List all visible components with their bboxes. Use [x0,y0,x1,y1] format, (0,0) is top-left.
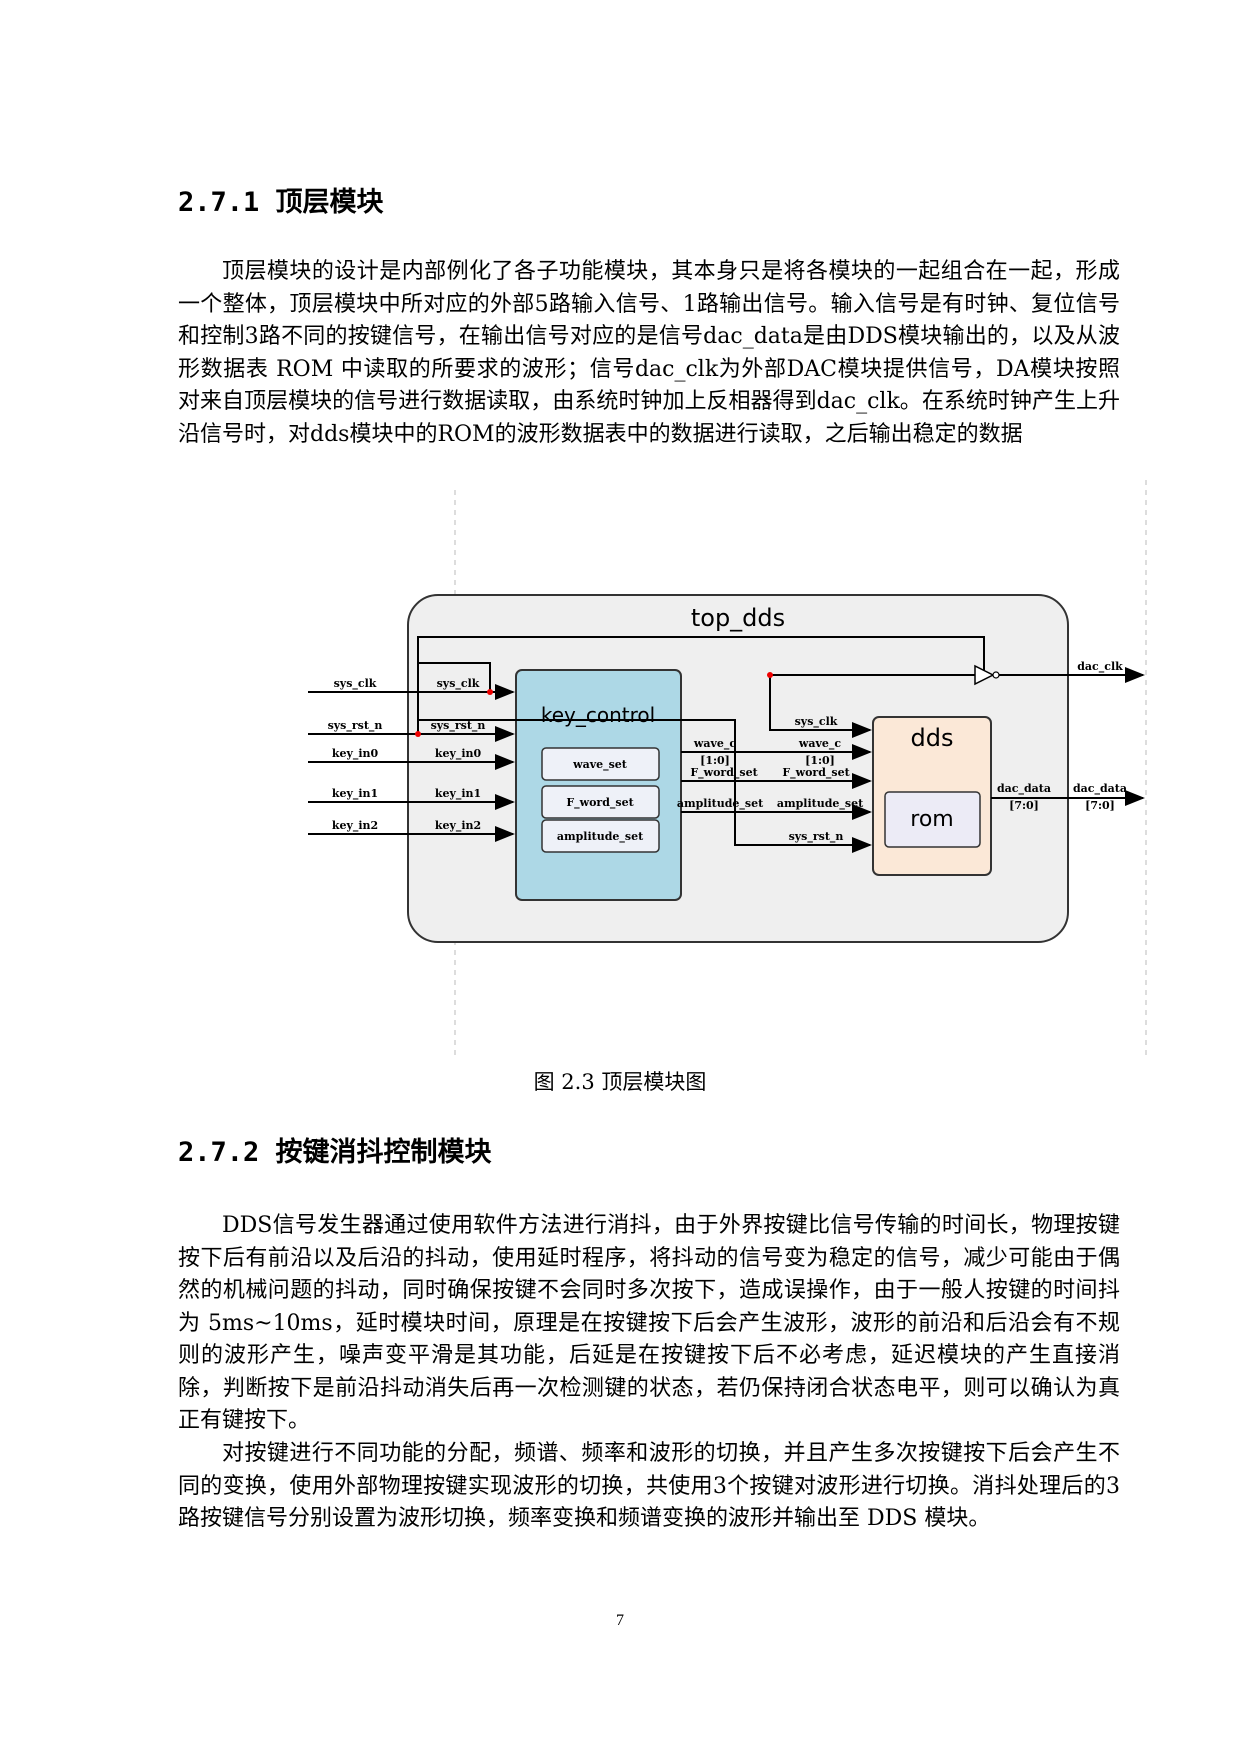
inner-label-key-in1: key_in1 [435,787,481,801]
inner-label-key-in0: key_in0 [435,747,482,761]
inner-label-sys-clk: sys_clk [437,677,480,691]
dds-in-label-amplitude-set: amplitude_set [777,797,864,811]
junction-dot [415,731,421,737]
rom-box [884,791,981,848]
input-label-sys-rst-n: sys_rst_n [328,719,383,733]
kc-out-label-wave-c-width: [1:0] [700,754,730,767]
submodule-amplitude-set-label: amplitude_set [557,830,644,844]
kc-out-label-f-word-set: F_word_set [690,766,758,780]
dac-data-outer-width: [7:0] [1085,799,1115,812]
submodule-wave-set [541,747,660,781]
figure-caption: 图 2.3 顶层模块图 [533,1070,707,1094]
submodule-wave-set-label: wave_set [572,758,628,772]
junction-dot [487,689,493,695]
dds-in-label-wave-c-width: [1:0] [805,754,835,767]
rom-label: rom [910,807,953,832]
submodule-f-word-set-label: F_word_set [566,796,634,810]
junction-dot [767,672,773,678]
dds-in-label-wave-c: wave_c [798,737,841,751]
dds-in-label-sys-clk: sys_clk [795,715,838,729]
section-paragraph-2-7-2-b: 对按键进行不同功能的分配，频谱、频率和波形的切换，并且产生多次按键按下后会产生不… [178,1441,1120,1531]
kc-out-label-amplitude-set: amplitude_set [677,797,764,811]
dds-in-label-sys-rst-n: sys_rst_n [789,830,844,844]
dac-clk-label: dac_clk [1077,660,1123,674]
section-paragraph-2-7-1: 顶层模块的设计是内部例化了各子功能模块，其本身只是将各模块的一起组合在一起，形成… [178,259,1120,447]
section-heading-2-7-1: 2.7.1 顶层模块 [178,187,384,218]
dac-data-inner-width: [7:0] [1009,799,1039,812]
key-control-title: key_control [541,703,655,727]
top-dds-title: top_dds [691,604,785,632]
page-number: 7 [616,1612,624,1629]
kc-out-label-wave-c: wave_c [693,737,736,751]
inner-label-key-in2: key_in2 [435,819,481,833]
section-paragraph-2-7-2-a: DDS信号发生器通过使用软件方法进行消抖，由于外界按键比信号传输的时间长，物理按… [178,1213,1120,1433]
inner-label-sys-rst-n: sys_rst_n [431,719,486,733]
dds-in-label-f-word-set: F_word_set [782,766,850,780]
submodule-amplitude-set [541,819,660,853]
input-label-key-in0: key_in0 [332,747,379,761]
submodule-f-word-set [541,785,660,819]
dac-data-inner-label: dac_data [997,782,1051,796]
dac-data-outer-label: dac_data [1073,782,1127,796]
input-label-key-in2: key_in2 [332,819,378,833]
inverter-icon [974,664,995,686]
input-label-sys-clk: sys_clk [334,677,377,691]
input-label-key-in1: key_in1 [332,787,378,801]
section-heading-2-7-2: 2.7.2 按键消抖控制模块 [178,1137,492,1168]
dds-title: dds [911,724,954,752]
